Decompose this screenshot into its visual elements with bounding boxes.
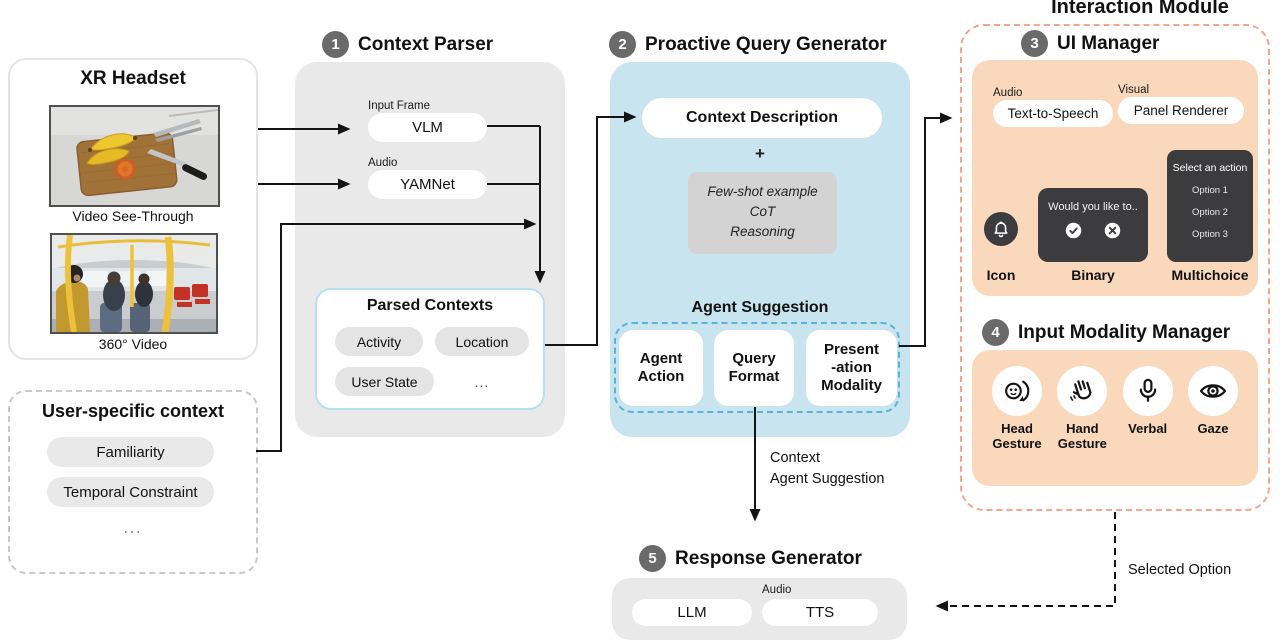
agent-suggestion-dashed-box <box>614 322 900 413</box>
input-modality-header: 4 Input Modality Manager <box>982 319 1230 346</box>
input-modality-title: Input Modality Manager <box>1018 321 1231 343</box>
plus-sign: + <box>755 144 765 163</box>
binary-caption: Binary <box>1071 267 1115 283</box>
video-see-through-photo <box>49 105 220 207</box>
video-360-photo <box>50 233 218 334</box>
multichoice-option-1: Option 1 <box>1192 185 1228 196</box>
query-generator-header: 2 Proactive Query Generator <box>609 31 887 58</box>
step-2-badge: 2 <box>609 31 636 58</box>
query-generator-title: Proactive Query Generator <box>645 33 887 55</box>
multichoice-option-3: Option 3 <box>1192 229 1228 240</box>
response-audio-label: Audio <box>762 584 792 596</box>
ui-audio-label: Audio <box>993 87 1023 99</box>
step-1-badge: 1 <box>322 31 349 58</box>
context-parser-title: Context Parser <box>358 33 494 55</box>
cutting-board-illustration <box>51 107 219 205</box>
parsed-contexts-title: Parsed Contexts <box>366 297 494 314</box>
agent-suggestion-label: Agent Suggestion <box>691 299 829 316</box>
familiarity-pill: Familiarity <box>47 437 214 467</box>
input-modality-box: Head Gesture Hand <box>972 350 1258 486</box>
audio-label: Audio <box>368 157 398 169</box>
user-context-ellipsis: ... <box>123 520 143 537</box>
ui-manager-box: Audio Text-to-Speech Visual Panel Render… <box>972 60 1258 296</box>
response-generator-box: LLM Audio TTS <box>612 578 907 640</box>
context-flow-label: Context <box>770 450 820 466</box>
x-circle-icon <box>1104 222 1121 239</box>
binary-prompt-text: Would you like to.. <box>1048 201 1138 213</box>
query-generator-box: Context Description + Few-shot example C… <box>610 62 910 437</box>
modality-hand-gesture: Hand Gesture <box>1051 366 1113 486</box>
ui-manager-title: UI Manager <box>1057 32 1160 54</box>
agent-suggestion-flow-label: Agent Suggestion <box>770 471 885 487</box>
selected-option-label: Selected Option <box>1128 562 1232 578</box>
bus-interior-illustration <box>52 234 216 333</box>
modality-verbal: Verbal <box>1117 366 1179 486</box>
xr-headset-title: XR Headset <box>80 68 186 89</box>
binary-buttons <box>1038 222 1148 239</box>
text-to-speech-pill: Text-to-Speech <box>993 100 1113 127</box>
step-5-badge: 5 <box>639 545 666 572</box>
icon-caption: Icon <box>986 267 1016 283</box>
yamnet-pill: YAMNet <box>368 170 487 199</box>
step-3-badge: 3 <box>1021 30 1048 57</box>
hand-gesture-icon <box>1070 380 1092 401</box>
notification-bell-button <box>984 212 1018 246</box>
video-360-caption: 360° Video <box>98 336 168 352</box>
modality-gaze: Gaze <box>1182 366 1244 486</box>
multichoice-caption: Multichoice <box>1171 267 1249 283</box>
parsed-contexts-ellipsis: ... <box>474 373 490 390</box>
user-context-title: User-specific context <box>41 401 225 421</box>
video-see-through-caption: Video See-Through <box>72 208 194 224</box>
step-4-badge: 4 <box>982 319 1009 346</box>
microphone-icon <box>1139 378 1156 402</box>
interaction-module-title: Interaction Module <box>1051 0 1229 18</box>
context-parser-header: 1 Context Parser <box>322 31 493 58</box>
binary-dialog: Would you like to.. <box>1038 188 1148 262</box>
eye-icon <box>1199 384 1227 398</box>
agent-action-box: Agent Action <box>619 330 703 406</box>
context-parser-box: Input Frame VLM Audio YAMNet Parsed Cont… <box>295 62 565 437</box>
location-pill: Location <box>435 327 529 356</box>
xr-headset-panel: XR Headset <box>8 58 258 360</box>
dashed-arrow-selected-option <box>935 512 1116 612</box>
tts-pill: TTS <box>762 599 878 626</box>
check-circle-icon <box>1065 222 1082 239</box>
multichoice-option-2: Option 2 <box>1192 207 1228 218</box>
multichoice-dialog: Select an action Option 1 Option 2 Optio… <box>1167 150 1253 262</box>
ui-visual-label: Visual <box>1118 84 1150 96</box>
temporal-constraint-pill: Temporal Constraint <box>47 477 214 507</box>
llm-pill: LLM <box>632 599 752 626</box>
user-state-pill: User State <box>335 367 434 396</box>
response-generator-header: 5 Response Generator <box>639 545 862 572</box>
presentation-modality-box: Present -ation Modality <box>806 330 897 406</box>
input-frame-label: Input Frame <box>368 100 430 112</box>
modality-head-gesture: Head Gesture <box>986 366 1048 486</box>
multichoice-title: Select an action <box>1172 162 1248 174</box>
fewshot-prompt-box: Few-shot example CoT Reasoning <box>688 172 837 254</box>
interaction-module-dashed-border <box>960 24 1270 511</box>
response-generator-title: Response Generator <box>675 547 862 569</box>
bell-icon <box>994 221 1008 238</box>
context-description-pill: Context Description <box>642 98 882 138</box>
activity-pill: Activity <box>335 327 423 356</box>
user-context-panel: User-specific context Familiarity Tempor… <box>8 390 258 574</box>
panel-renderer-pill: Panel Renderer <box>1118 97 1244 124</box>
ui-manager-header: 3 UI Manager <box>1021 30 1159 57</box>
head-gesture-icon <box>1005 380 1030 402</box>
query-format-box: Query Format <box>714 330 794 406</box>
parsed-contexts-box: Parsed Contexts Activity Location User S… <box>315 288 545 410</box>
vlm-pill: VLM <box>368 113 487 142</box>
